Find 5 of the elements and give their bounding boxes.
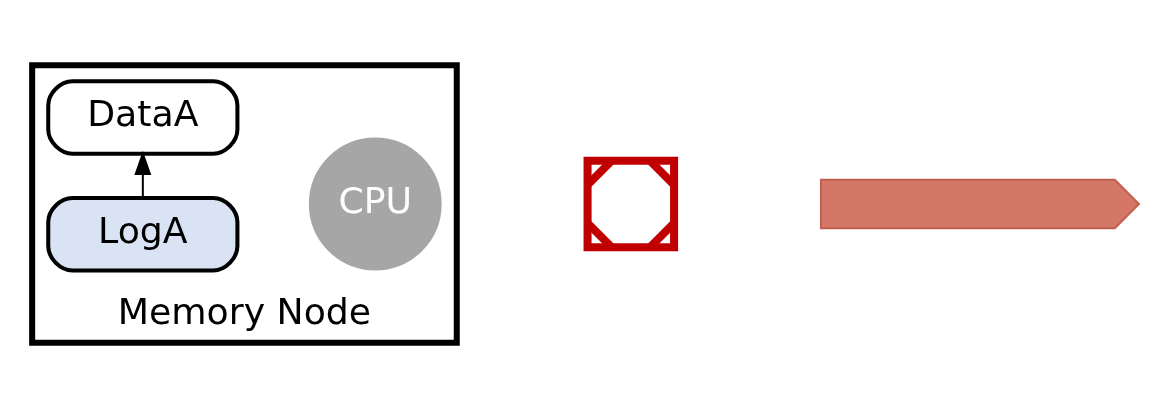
node-circle: CPU	[308, 137, 442, 271]
node-arrow	[820, 178, 1141, 230]
node-box: LogA	[46, 195, 240, 273]
node-box: DataA	[46, 79, 240, 156]
arrow	[134, 150, 152, 198]
